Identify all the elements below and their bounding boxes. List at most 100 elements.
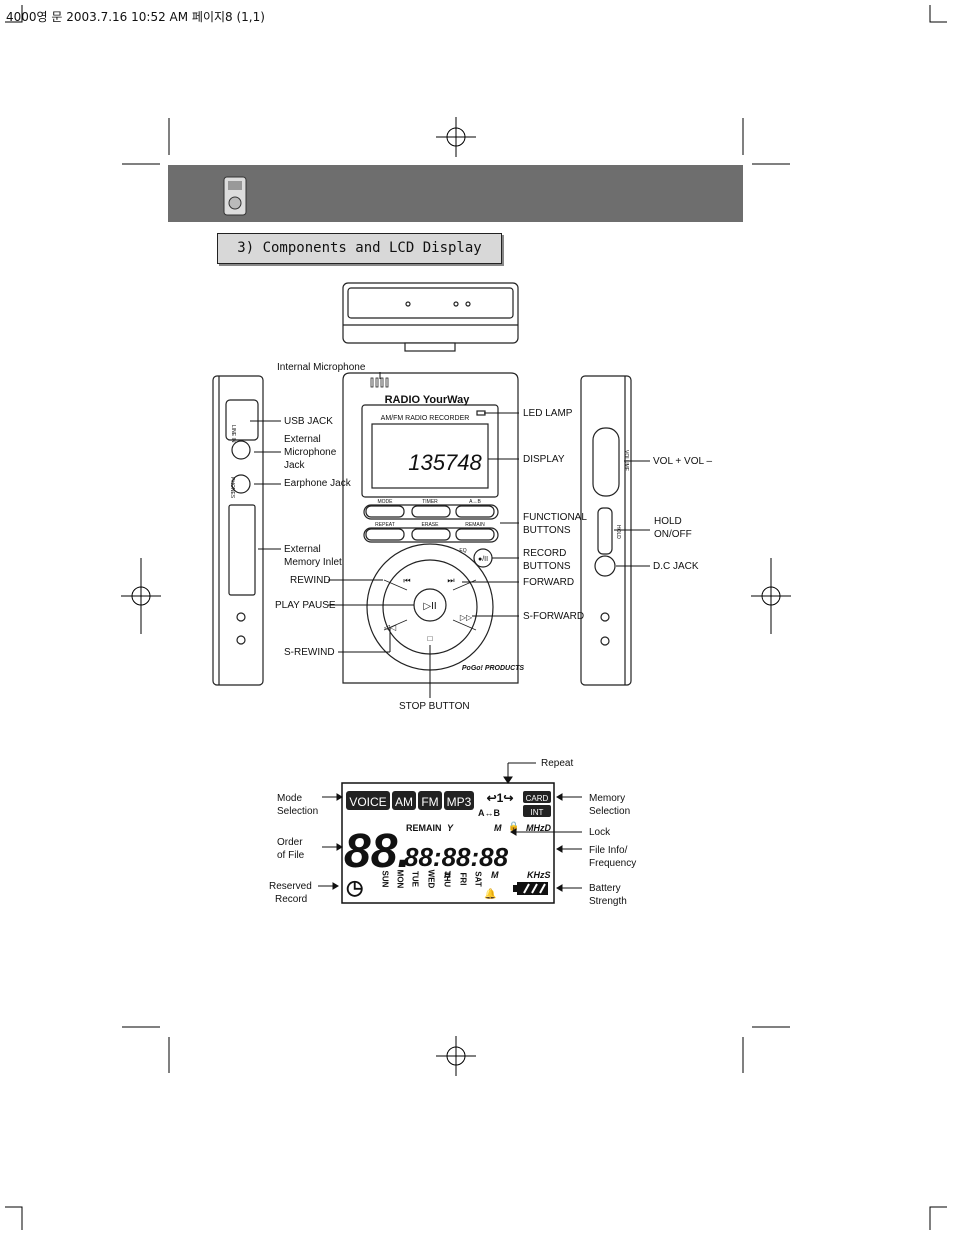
lcd-big-digits: 88. (344, 825, 411, 878)
lcd-label-memory-2: Selection (589, 806, 631, 817)
section-title: 3) Components and LCD Display (217, 233, 502, 264)
lcd-mode-chip (444, 791, 474, 810)
maker-logo: PoGo! PRODUCTS (462, 665, 525, 672)
btn-label: MODE (378, 499, 394, 505)
lcd-label-file-2: Frequency (589, 858, 637, 869)
lcd-mode: VOICE (349, 795, 386, 809)
device-left-side-view (212, 375, 264, 686)
lcd-mode: FM (421, 795, 438, 809)
label-internal-mic: Internal Microphone (277, 362, 366, 373)
lcd-mode-chip (346, 791, 390, 810)
lcd-label-battery-2: Strength (589, 896, 627, 907)
device-diagram: RADIO YourWay AM/FM RADIO RECORDER 13574… (212, 282, 650, 698)
lcd-mode-chip (418, 791, 442, 810)
lcd-day: SAT (474, 871, 483, 887)
label-ext-memory-2: Memory Inlet (284, 557, 342, 568)
label-led: LED LAMP (523, 408, 573, 419)
side-label: HOLD (615, 525, 621, 539)
lcd-day: THU (443, 871, 452, 888)
lcd-mode-chip (392, 791, 416, 810)
lcd-mode: MP3 (447, 795, 472, 809)
clock-icon: ◷ (346, 877, 363, 899)
rewind-icon: ⏮ (403, 576, 410, 585)
top-hole-icon (465, 301, 471, 307)
label-record-2: BUTTONS (523, 561, 571, 572)
forward-icon: ⏭ (447, 576, 454, 585)
lcd-label-order-1: Order (277, 837, 303, 848)
s-rewind-icon: ◁◁ (384, 623, 397, 632)
earphone-jack (231, 474, 251, 494)
label-play-pause: PLAY PAUSE (275, 600, 336, 611)
label-usb-jack: USB JACK (284, 416, 333, 427)
lcd-day: MON (396, 870, 405, 889)
label-forward: FORWARD (523, 577, 575, 588)
dc-jack (594, 555, 616, 577)
brand-text: RADIO YourWay (385, 394, 471, 406)
memory-slot (228, 504, 256, 596)
lcd-label-battery-1: Battery (589, 883, 621, 894)
side-label: LINE IN (230, 425, 236, 443)
s-forward-icon: ▷▷ (460, 613, 473, 622)
label-functional-2: BUTTONS (523, 525, 571, 536)
lcd-label-lock: Lock (589, 827, 611, 838)
lcd-label-reserved-2: Record (275, 894, 308, 905)
side-label: PHONES (229, 477, 235, 499)
device-top-view (342, 282, 519, 352)
btn-label: ERASE (422, 522, 440, 528)
battery-icon (513, 882, 548, 895)
lcd-label-mode-2: Selection (277, 806, 319, 817)
lcd-day: TUE (411, 871, 420, 888)
stop-icon: □ (428, 634, 433, 643)
lcd-mode: AM (395, 795, 413, 809)
btn-label: A↔B (469, 499, 481, 505)
label-earphone: Earphone Jack (284, 478, 351, 489)
label-s-rewind: S-REWIND (284, 647, 335, 658)
alarm-bell-icon: 🔔 (484, 888, 496, 900)
lcd-memory: INT (531, 808, 544, 817)
lcd-day: WED (427, 870, 436, 889)
label-ext-mic-2: Microphone (284, 447, 337, 458)
label-rewind: REWIND (290, 575, 331, 586)
label-ext-memory-1: External (284, 544, 321, 555)
usb-jack (225, 399, 259, 441)
lcd-remain: REMAIN (406, 823, 442, 833)
lcd-label-memory-1: Memory (589, 793, 626, 804)
lcd-day: SUN (381, 871, 390, 888)
lcd-memory-chip (523, 791, 551, 803)
btn-label: TIMER (422, 499, 438, 505)
label-dc: D.C JACK (653, 561, 699, 572)
lcd-khz: KHzS (527, 870, 551, 880)
btn-label: REPEAT (375, 522, 395, 528)
label-functional-1: FUNCTIONAL (523, 512, 587, 523)
play-pause-icon: ▷II (423, 601, 436, 612)
lcd-ab: A↔B (478, 808, 500, 818)
lcd-label-repeat: Repeat (541, 758, 574, 769)
lcd-y: Y (447, 823, 454, 833)
lcd-memory: CARD (526, 794, 549, 803)
hold-switch (597, 507, 613, 555)
label-vol: VOL + VOL – (653, 456, 713, 467)
label-s-forward: S-FORWARD (523, 611, 585, 622)
top-hole-icon (405, 301, 411, 307)
label-ext-mic-3: Jack (284, 460, 305, 471)
label-record-1: RECORD (523, 548, 567, 559)
mic-jack (231, 440, 251, 460)
lock-icon: 🔒 (508, 821, 519, 831)
top-hole-icon (453, 301, 459, 307)
display-digits: 135748 (408, 450, 482, 475)
label-hold-1: HOLD (654, 516, 682, 527)
lcd-day: FRI (459, 873, 468, 886)
eq-label: EQ (459, 548, 466, 554)
display-caption: AM/FM RADIO RECORDER (381, 415, 470, 422)
page-header: 4000영 문 2003.7.16 10:52 AM 페이지8 (1,1) (6, 10, 265, 24)
volume-rocker (592, 427, 620, 497)
lcd-label-reserved-1: Reserved (269, 881, 312, 892)
lcd-m2: M (491, 870, 499, 880)
record-icon: ●/II (478, 556, 488, 563)
lcd-m: M (494, 823, 502, 833)
lcd-memory-chip (523, 805, 551, 817)
lcd-h: H (444, 870, 451, 880)
label-hold-2: ON/OFF (654, 529, 692, 540)
lcd-mhz: MHzD (526, 823, 551, 833)
